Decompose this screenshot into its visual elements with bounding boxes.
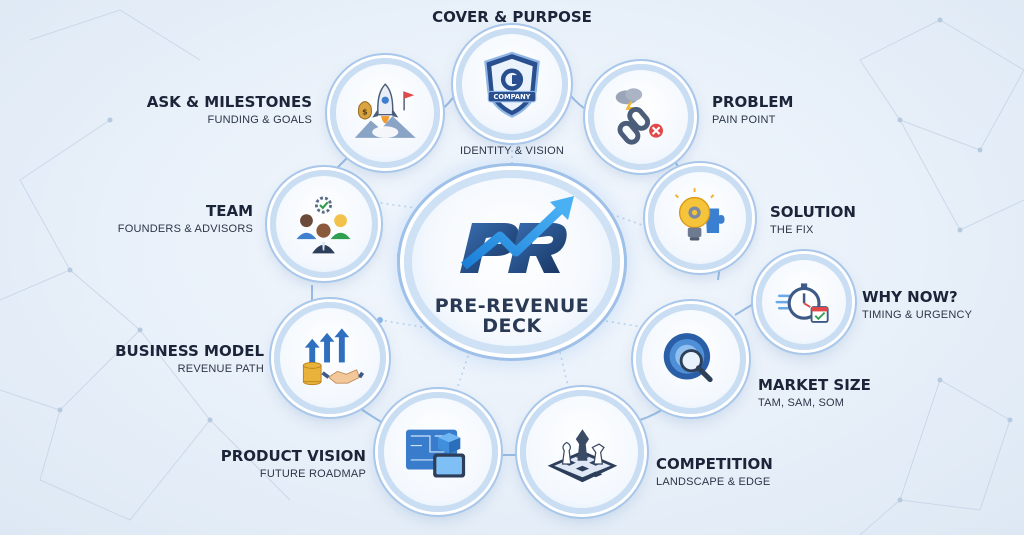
node-business-model[interactable] [274, 302, 386, 414]
subtitle-why-now: TIMING & URGENCY [862, 309, 973, 321]
rocket-moneybag-icon: $ [354, 82, 416, 138]
node-product-vision[interactable] [378, 392, 498, 512]
label-market-size: MARKET SIZE TAM, SAM, SOM [758, 376, 871, 409]
center-title-line1: PRE-REVENUE [434, 295, 590, 317]
label-problem: PROBLEM PAIN POINT [712, 93, 793, 126]
label-ask-milestones: ASK & MILESTONES FUNDING & GOALS [120, 93, 312, 126]
center-title: PRE-REVENUE DECK [412, 296, 612, 336]
node-solution[interactable] [648, 166, 752, 270]
node-problem[interactable] [588, 64, 694, 170]
node-why-now[interactable] [756, 254, 852, 350]
node-cover-purpose[interactable]: COMPANY [456, 28, 568, 140]
shield-logo-icon: COMPANY [484, 51, 540, 118]
node-team[interactable] [270, 170, 378, 278]
subtitle-team: FOUNDERS & ADVISORS [117, 223, 253, 235]
title-competition: COMPETITION [656, 455, 773, 473]
title-market-size: MARKET SIZE [758, 376, 871, 394]
center-title-line2: DECK [482, 315, 542, 337]
title-cover-purpose: COVER & PURPOSE [432, 8, 592, 26]
subtitle-business-model: REVENUE PATH [177, 363, 264, 375]
label-business-model: BUSINESS MODEL REVENUE PATH [94, 342, 264, 375]
shield-badge-text: COMPANY [494, 93, 531, 101]
label-competition: COMPETITION LANDSCAPE & EDGE [656, 455, 773, 488]
blueprint-tablet-icon [406, 429, 466, 478]
sub-cover-purpose-wrap: IDENTITY & VISION [412, 142, 612, 157]
center-hub: PRE-REVENUE DECK [404, 170, 620, 354]
title-problem: PROBLEM [712, 93, 794, 111]
title-ask-milestones: ASK & MILESTONES [146, 93, 312, 111]
subtitle-solution: THE FIX [770, 224, 814, 236]
title-business-model: BUSINESS MODEL [115, 342, 264, 360]
node-ask-milestones[interactable]: $ [330, 58, 440, 168]
subtitle-product-vision: FUTURE ROADMAP [259, 468, 366, 480]
title-team: TEAM [205, 202, 253, 220]
label-cover-purpose: COVER & PURPOSE [412, 8, 612, 26]
coins-handshake-icon [302, 328, 365, 386]
subtitle-competition: LANDSCAPE & EDGE [656, 476, 771, 488]
team-people-icon [297, 197, 351, 254]
chessboard-icon [547, 428, 617, 482]
subtitle-market-size: TAM, SAM, SOM [758, 397, 845, 409]
label-team: TEAM FOUNDERS & ADVISORS [88, 202, 253, 235]
label-why-now: WHY NOW? TIMING & URGENCY [862, 288, 972, 321]
subtitle-ask-milestones: FUNDING & GOALS [207, 114, 312, 126]
node-market-size[interactable] [636, 304, 746, 414]
target-magnifier-icon [663, 332, 713, 382]
title-solution: SOLUTION [770, 203, 856, 221]
title-why-now: WHY NOW? [862, 288, 958, 306]
subtitle-cover-purpose: IDENTITY & VISION [459, 145, 565, 157]
node-competition[interactable] [520, 390, 644, 514]
svg-text:$: $ [362, 107, 368, 116]
pr-logo-icon [460, 196, 574, 273]
broken-chain-icon [615, 88, 664, 145]
stopwatch-calendar-icon [775, 283, 829, 323]
title-product-vision: PRODUCT VISION [220, 447, 366, 465]
label-product-vision: PRODUCT VISION FUTURE ROADMAP [190, 447, 366, 480]
lightbulb-puzzle-icon [674, 188, 725, 241]
subtitle-problem: PAIN POINT [712, 114, 776, 126]
label-solution: SOLUTION THE FIX [770, 203, 856, 236]
